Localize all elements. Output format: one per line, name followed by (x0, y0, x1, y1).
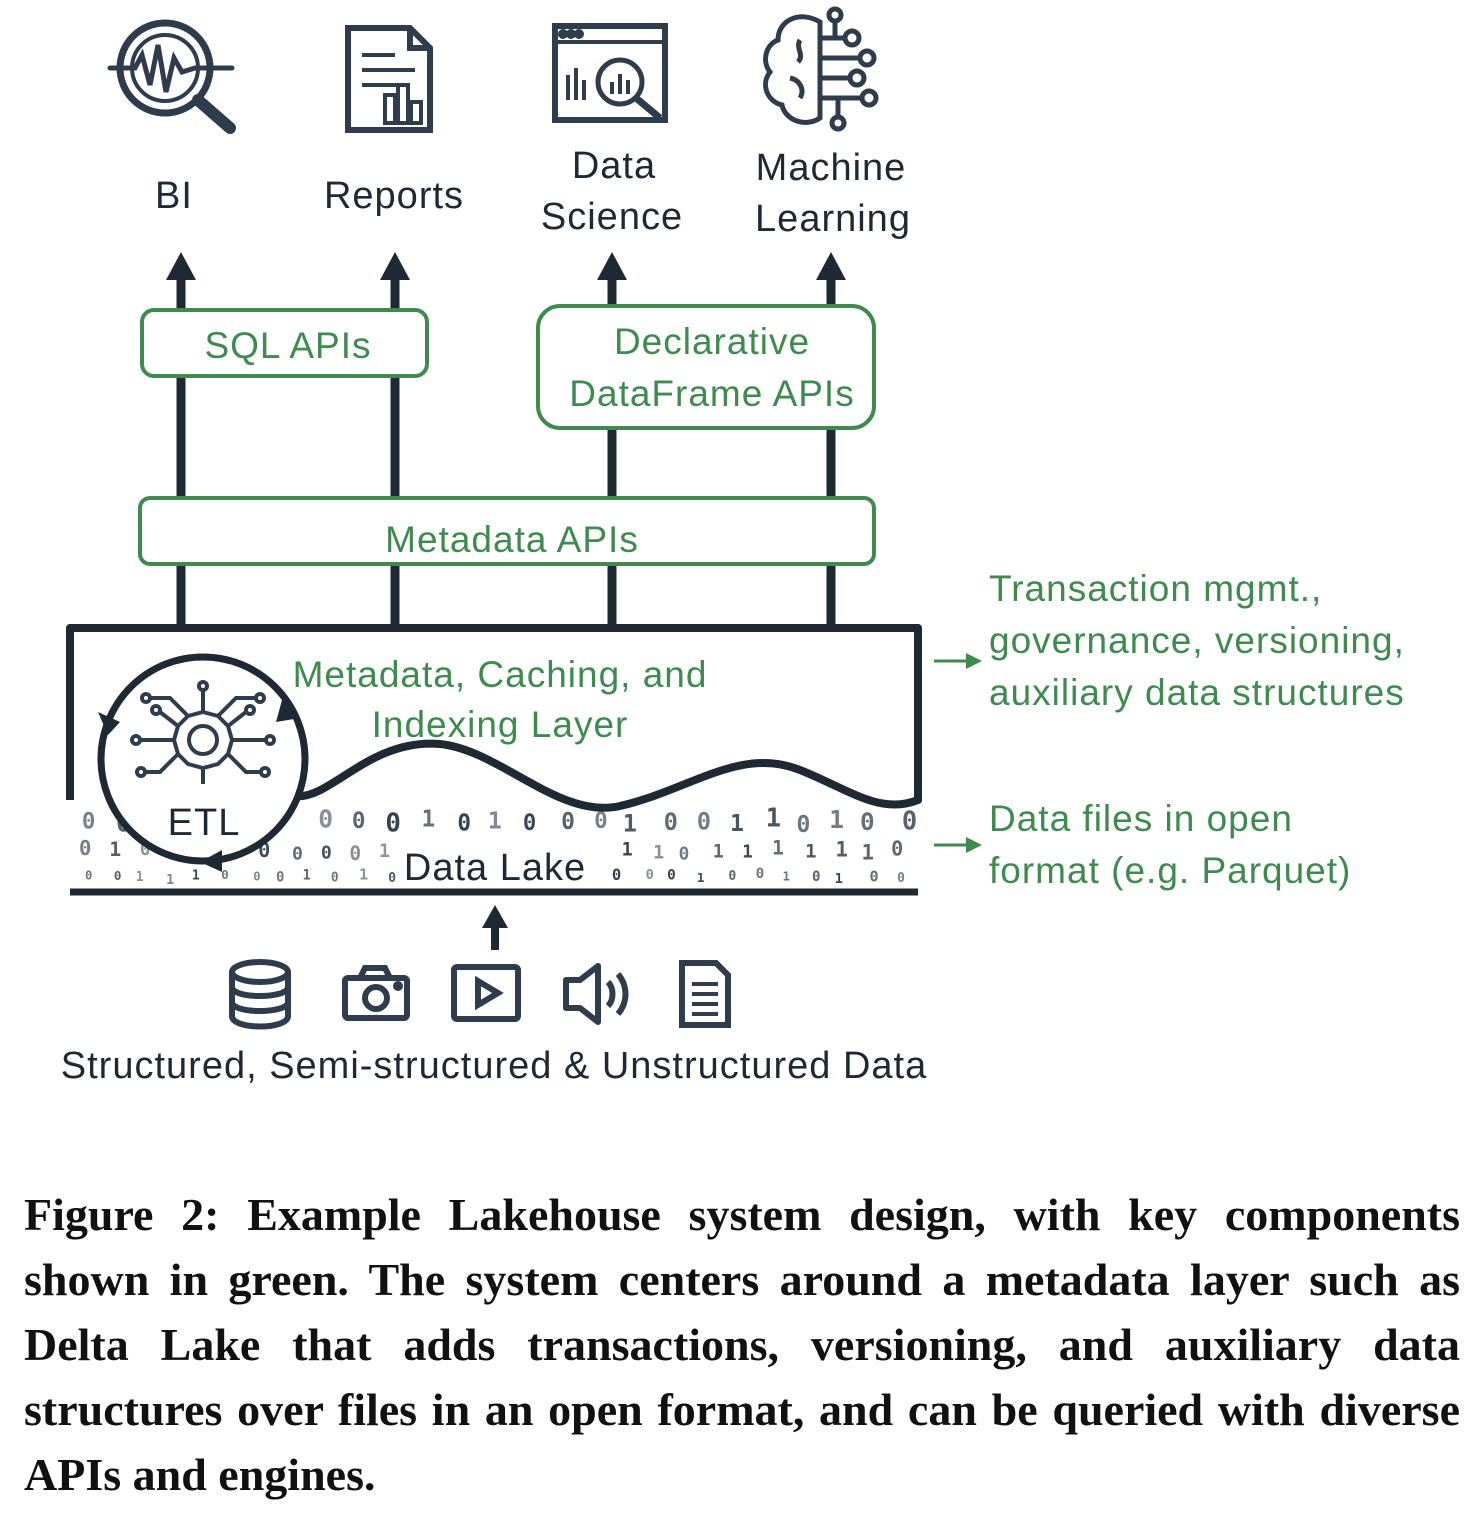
files-note-line2: format (e.g. Parquet) (989, 850, 1351, 891)
dataframe-apis-label-line1: Declarative (614, 321, 810, 362)
layer-title-line2: Indexing Layer (372, 704, 629, 745)
binary-digit: 0 (869, 867, 878, 885)
layer-note-line2: governance, versioning, (989, 620, 1405, 661)
binary-digit: 0 (561, 809, 575, 835)
brain-circuit-icon (763, 6, 879, 132)
binary-digit: 0 (697, 807, 711, 835)
binary-digit: 1 (379, 841, 390, 862)
binary-digit: 0 (318, 804, 333, 833)
etl-chip-icon (130, 680, 276, 784)
consumer-label-ml-line2: Learning (755, 198, 911, 240)
binary-digit: 0 (114, 868, 122, 883)
binary-digit: 0 (349, 842, 361, 865)
sql-apis-label: SQL APIs (204, 325, 371, 366)
binary-digit: 1 (829, 805, 844, 834)
binary-digit: 1 (359, 866, 368, 884)
binary-digit: 0 (352, 808, 366, 834)
speaker-icon (563, 963, 629, 1025)
binary-digit: 0 (292, 844, 303, 865)
binary-digit: 0 (276, 870, 284, 886)
data-science-browser-icon (552, 23, 668, 123)
binary-digit: 1 (772, 837, 784, 860)
camera-icon (342, 965, 410, 1021)
binary-digit: 1 (653, 842, 664, 863)
layer-note-line3: auxiliary data structures (989, 672, 1405, 713)
ingest-arrowhead (482, 905, 508, 928)
layer-note-line1: Transaction mgmt., (989, 568, 1322, 609)
database-icon (229, 959, 291, 1030)
binary-digit: 1 (192, 869, 200, 884)
layer-title-line1: Metadata, Caching, and (293, 654, 708, 695)
binary-digit: 1 (623, 810, 637, 838)
consumer-label-bi: BI (155, 175, 193, 217)
binary-digit: 0 (902, 806, 917, 836)
binary-digit: 1 (782, 869, 790, 884)
data-lake-label: Data Lake (404, 847, 586, 889)
binary-digit: 1 (730, 811, 744, 837)
sources-label: Structured, Semi-structured & Unstructur… (61, 1045, 927, 1087)
binary-digit: 0 (756, 866, 765, 882)
text-file-icon (679, 960, 731, 1028)
binary-digit: 1 (742, 842, 753, 862)
binary-digit: 0 (667, 868, 676, 884)
metadata-apis-box: Metadata APIs (138, 496, 876, 566)
binary-digit: 0 (891, 836, 903, 860)
binary-digit: 1 (697, 870, 705, 885)
binary-digit: 1 (488, 808, 502, 835)
binary-digit: 1 (302, 868, 310, 884)
binary-digit: 1 (766, 802, 781, 832)
binary-digit: 1 (713, 841, 724, 862)
files-note-line1: Data files in open (989, 798, 1293, 839)
binary-digit: 0 (82, 809, 96, 835)
consumer-label-reports: Reports (324, 175, 464, 217)
binary-digit: 0 (728, 869, 736, 884)
binary-digit: 0 (321, 843, 332, 864)
binary-digit: 1 (622, 840, 633, 861)
lakehouse-diagram: BI Reports Data Science Machine Learning… (61, 6, 1405, 1087)
binary-digit: 0 (860, 807, 875, 836)
binary-digit: 0 (523, 810, 536, 836)
binary-digit: 0 (331, 871, 339, 886)
binary-digit: 1 (805, 841, 816, 863)
arrowheads-up (166, 252, 846, 280)
binary-digit: 0 (796, 811, 810, 838)
consumer-label-data-science-line2: Science (541, 196, 683, 238)
binary-digit: 0 (85, 869, 92, 883)
figure-caption: Figure 2: Example Lakehouse system desig… (24, 1189, 1460, 1500)
binary-digit: 0 (664, 808, 678, 836)
binary-digit: 1 (835, 838, 848, 862)
binary-digit: 0 (679, 845, 690, 865)
sql-apis-box: SQL APIs (140, 308, 429, 378)
binary-digit: 1 (136, 870, 144, 885)
binary-digit: 1 (109, 838, 121, 861)
dataframe-apis-box: Declarative DataFrame APIs (536, 304, 876, 430)
consumer-label-data-science-line1: Data (572, 145, 656, 187)
binary-digit: 0 (457, 810, 471, 836)
metadata-apis-label: Metadata APIs (385, 519, 639, 560)
binary-digit: 1 (422, 806, 436, 832)
binary-digit: 0 (140, 840, 151, 860)
binary-digit: 0 (79, 836, 91, 860)
binary-digit: 0 (897, 871, 905, 886)
binary-data-pattern: 0000010100010011010001000001110111111000… (79, 802, 917, 887)
etl-label: ETL (168, 802, 241, 844)
binary-digit: 1 (835, 871, 843, 887)
binary-digit: 0 (253, 870, 260, 884)
binary-digit: 0 (221, 867, 229, 882)
binary-digit: 0 (812, 869, 821, 885)
binary-digit: 0 (385, 809, 401, 839)
binary-digit: 1 (862, 841, 875, 865)
binary-digit: 1 (166, 872, 174, 888)
binary-digit: 0 (612, 866, 621, 884)
consumer-label-ml-line1: Machine (756, 147, 907, 189)
binary-digit: 0 (646, 867, 654, 883)
binary-digit: 0 (594, 808, 608, 834)
layer-note-arrow (934, 653, 982, 669)
binary-digit: 0 (388, 871, 396, 886)
video-play-icon (451, 964, 521, 1022)
bi-magnifier-icon (107, 19, 236, 134)
dataframe-apis-label-line2: DataFrame APIs (569, 373, 854, 414)
report-document-icon (345, 25, 433, 133)
files-note-arrow (934, 837, 982, 853)
